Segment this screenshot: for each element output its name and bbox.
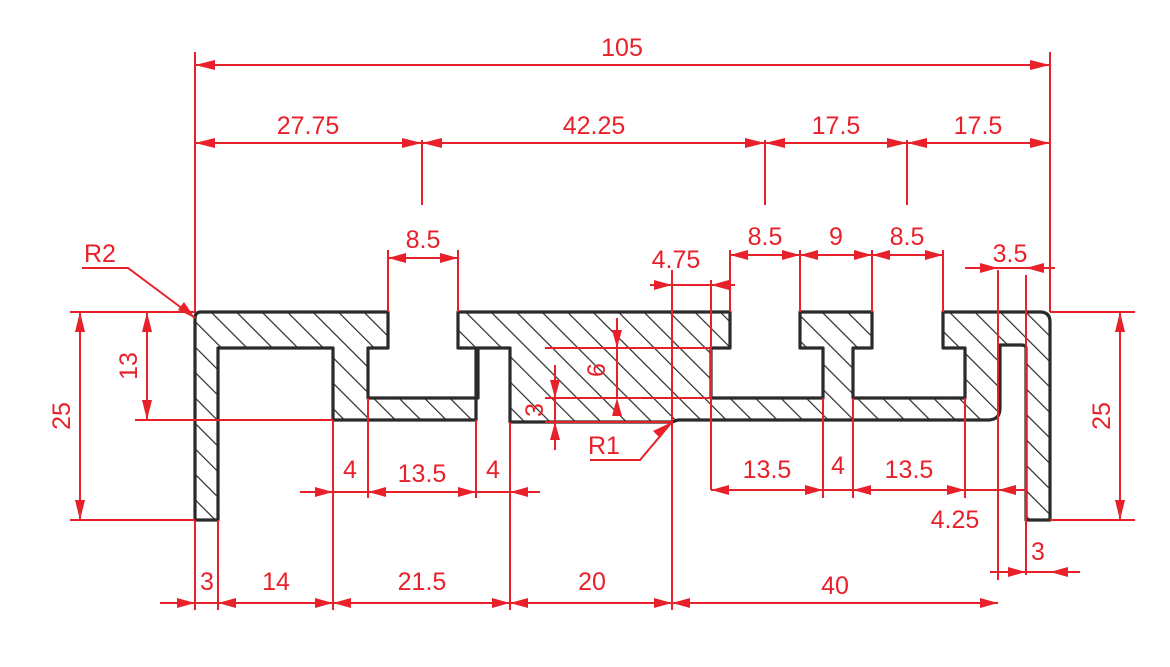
dim-slot-opening-3: 8.5 (890, 223, 925, 251)
dim-slot-opening-2: 8.5 (748, 223, 783, 251)
dim-slot-width-2: 13.5 (743, 456, 792, 484)
dim-bottom-40: 40 (821, 572, 849, 600)
dim-wall-4-right: 4 (831, 452, 845, 480)
dim-radius-r1: R1 (588, 432, 620, 460)
dim-bottom-20: 20 (578, 568, 606, 596)
dim-slot-gap-9: 9 (829, 223, 843, 251)
dim-pitch-4: 17.5 (954, 112, 1003, 140)
dim-offset-3-5: 3.5 (993, 240, 1028, 268)
dimension-labels: 105 27.75 42.25 17.5 17.5 8.5 8.5 9 8.5 … (48, 34, 1116, 600)
dim-depth-6: 6 (583, 363, 611, 377)
dim-lip-4-25: 4.25 (931, 506, 980, 534)
dim-bottom-14: 14 (262, 568, 290, 596)
dim-wall-4-left: 4 (343, 456, 357, 484)
arrowheads (75, 60, 1125, 608)
dim-height-right: 25 (1088, 402, 1116, 430)
dim-pitch-1: 27.75 (277, 112, 340, 140)
dim-overall-width: 105 (601, 34, 643, 62)
dim-height-left: 25 (48, 402, 76, 430)
dim-pitch-3: 17.5 (812, 112, 861, 140)
dim-slot-width-1: 13.5 (398, 460, 447, 488)
dim-depth-3: 3 (521, 403, 549, 417)
dim-height-13: 13 (115, 352, 143, 380)
dim-bottom-3: 3 (200, 568, 214, 596)
dim-right-3: 3 (1031, 538, 1045, 566)
dim-radius-r2: R2 (84, 240, 116, 268)
dim-wall-4-mid: 4 (486, 456, 500, 484)
profile-outline (193, 310, 1052, 522)
dim-slot-opening-1: 8.5 (406, 226, 441, 254)
dim-slot-width-3: 13.5 (885, 456, 934, 484)
dim-offset-4-75: 4.75 (652, 246, 701, 274)
dim-pitch-2: 42.25 (563, 112, 626, 140)
dim-bottom-21-5: 21.5 (398, 568, 447, 596)
